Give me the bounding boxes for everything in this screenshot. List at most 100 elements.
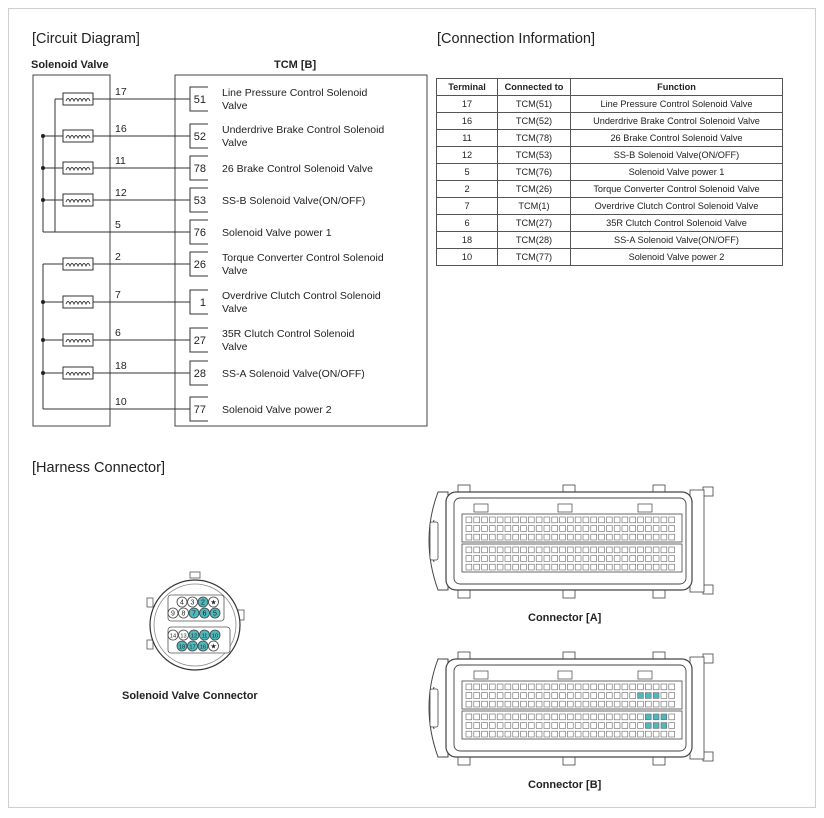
tcm-function-label: Line Pressure Control Solenoid bbox=[222, 87, 367, 99]
cell-terminal: 12 bbox=[436, 146, 498, 164]
blank-pin-icon bbox=[208, 640, 219, 652]
terminal-number: 6 bbox=[115, 327, 121, 339]
tcm-pin-box bbox=[189, 86, 208, 112]
connector-pin bbox=[197, 596, 209, 608]
tcm-function-label: Solenoid Valve power 2 bbox=[222, 404, 332, 416]
connector-pin bbox=[209, 607, 221, 619]
tcm-function-label: Valve bbox=[222, 265, 248, 277]
tcm-box bbox=[174, 74, 428, 427]
tcm-pin-box bbox=[189, 251, 208, 277]
cell-terminal: 7 bbox=[436, 197, 498, 215]
tcm-pin-number: 52 bbox=[194, 131, 206, 143]
junction-dot bbox=[41, 300, 45, 304]
tcm-pin-box bbox=[189, 327, 208, 353]
tcm-pin-box bbox=[189, 396, 208, 422]
cell-terminal: 10 bbox=[436, 248, 498, 266]
svg-text:10: 10 bbox=[212, 634, 218, 640]
tcm-pin-number: 51 bbox=[194, 94, 206, 106]
tcm-pin-number: 1 bbox=[200, 297, 206, 309]
terminal-number: 10 bbox=[115, 396, 127, 408]
table-header-row: Terminal Connected to Function bbox=[436, 78, 783, 96]
header-function: Function bbox=[570, 78, 783, 96]
cell-function: Underdrive Brake Control Solenoid Valve bbox=[570, 112, 783, 130]
header-connected-to: Connected to bbox=[497, 78, 571, 96]
tcm-pin-number: 76 bbox=[194, 227, 206, 239]
cell-connected-to: TCM(76) bbox=[497, 163, 571, 181]
tcm-pin-number: 28 bbox=[194, 368, 206, 380]
cell-terminal: 6 bbox=[436, 214, 498, 232]
svg-text:9: 9 bbox=[171, 611, 175, 618]
cell-connected-to: TCM(27) bbox=[497, 214, 571, 232]
tcm-function-label: SS-B Solenoid Valve(ON/OFF) bbox=[222, 195, 365, 207]
cell-function: SS-A Solenoid Valve(ON/OFF) bbox=[570, 231, 783, 249]
terminal-number: 11 bbox=[115, 155, 126, 167]
connector-pin bbox=[199, 629, 210, 641]
junction-dot bbox=[41, 371, 45, 375]
cell-connected-to: TCM(28) bbox=[497, 231, 571, 249]
svg-text:6: 6 bbox=[203, 611, 207, 618]
connector-pin bbox=[178, 629, 189, 641]
terminal-number: 18 bbox=[115, 360, 127, 372]
svg-text:5: 5 bbox=[213, 611, 217, 618]
svg-text:12: 12 bbox=[191, 634, 197, 640]
tcm-function-label: 26 Brake Control Solenoid Valve bbox=[222, 163, 373, 175]
tcm-function-label: Valve bbox=[222, 100, 248, 112]
svg-text:11: 11 bbox=[202, 634, 208, 640]
cell-connected-to: TCM(53) bbox=[497, 146, 571, 164]
tcm-function-label: Overdrive Clutch Control Solenoid bbox=[222, 290, 381, 302]
tcm-function-label: Torque Converter Control Solenoid bbox=[222, 252, 384, 264]
tcm-pin-box bbox=[189, 219, 208, 245]
terminal-number: 2 bbox=[115, 251, 121, 263]
svg-text:8: 8 bbox=[182, 611, 186, 618]
connector-pin bbox=[188, 629, 200, 641]
connector-pin bbox=[167, 629, 179, 641]
connector-a-drawing bbox=[428, 484, 714, 599]
connector-pin bbox=[209, 629, 221, 641]
connector-b-drawing bbox=[428, 651, 714, 766]
junction-dot bbox=[41, 166, 45, 170]
cell-function: Line Pressure Control Solenoid Valve bbox=[570, 95, 783, 113]
connector-pin bbox=[188, 607, 200, 619]
cell-terminal: 2 bbox=[436, 180, 498, 198]
cell-connected-to: TCM(1) bbox=[497, 197, 571, 215]
tcm-pin-number: 53 bbox=[194, 195, 206, 207]
cell-function: Solenoid Valve power 1 bbox=[570, 163, 783, 181]
svg-text:★: ★ bbox=[210, 643, 216, 651]
svg-text:3: 3 bbox=[191, 600, 195, 607]
tcm-function-label: Underdrive Brake Control Solenoid bbox=[222, 124, 384, 136]
terminal-number: 5 bbox=[115, 219, 121, 231]
connector-pin bbox=[167, 607, 179, 619]
blank-pin-icon bbox=[208, 596, 219, 608]
terminal-number: 16 bbox=[115, 123, 127, 135]
tcm-function-label: Solenoid Valve power 1 bbox=[222, 227, 332, 239]
svg-text:★: ★ bbox=[210, 599, 216, 607]
header-terminal: Terminal bbox=[436, 78, 498, 96]
cell-terminal: 18 bbox=[436, 231, 498, 249]
cell-connected-to: TCM(77) bbox=[497, 248, 571, 266]
cell-terminal: 11 bbox=[436, 129, 498, 147]
tcm-pin-box bbox=[189, 289, 208, 315]
connector-pin bbox=[176, 640, 188, 652]
connector-pin bbox=[197, 640, 209, 652]
svg-text:14: 14 bbox=[170, 634, 176, 640]
connector-pin bbox=[199, 607, 210, 619]
connector-pin bbox=[187, 640, 198, 652]
cell-terminal: 16 bbox=[436, 112, 498, 130]
tcm-pin-box bbox=[189, 123, 208, 149]
svg-text:17: 17 bbox=[189, 645, 195, 651]
svg-text:13: 13 bbox=[180, 634, 186, 640]
terminal-number: 7 bbox=[115, 289, 121, 301]
tcm-function-label: 35R Clutch Control Solenoid bbox=[222, 328, 355, 340]
svg-text:2: 2 bbox=[201, 600, 205, 607]
circuit-diagram-title: [Circuit Diagram] bbox=[32, 31, 140, 47]
junction-dot bbox=[41, 134, 45, 138]
connector-pin bbox=[176, 596, 188, 608]
